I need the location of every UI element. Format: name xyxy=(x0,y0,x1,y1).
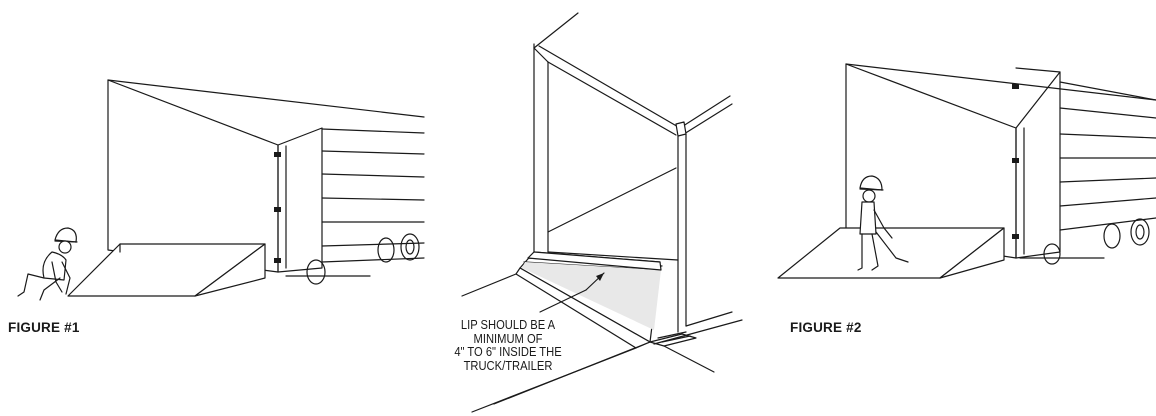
figure1-label: FIGURE #1 xyxy=(8,320,80,335)
figure2-label: FIGURE #2 xyxy=(790,320,862,335)
callout-line-4: TRUCK/TRAILER xyxy=(463,357,553,373)
worker-crouching xyxy=(17,227,78,301)
worker-standing xyxy=(857,175,909,271)
callout-line-3: 4" TO 6" INSIDE THE xyxy=(454,344,562,359)
figure1-illustration xyxy=(17,79,425,301)
figure2-illustration xyxy=(777,63,1156,279)
closeup-illustration xyxy=(461,12,743,413)
callout-line-2: MINIMUM OF xyxy=(473,330,543,346)
callout-line-1: LIP SHOULD BE A xyxy=(460,317,556,332)
lip-callout: LIP SHOULD BE A MINIMUM OF 4" TO 6" INSI… xyxy=(422,318,594,372)
